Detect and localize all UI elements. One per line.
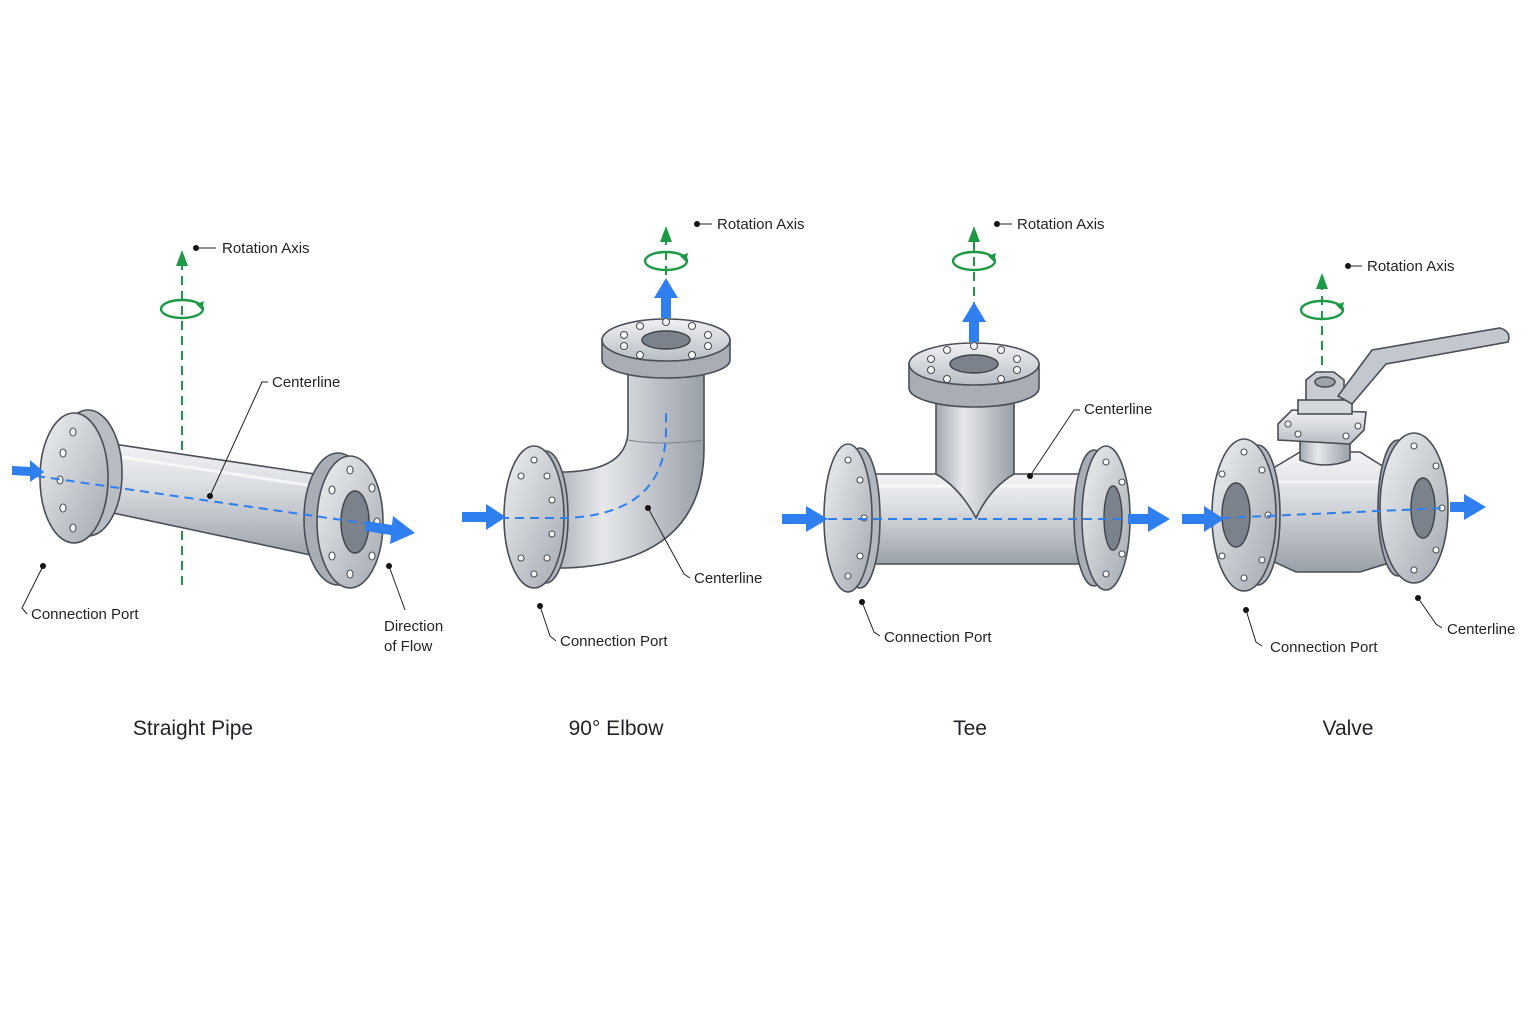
elbow-connection-port-callout: Connection Port	[537, 603, 668, 650]
svg-text:Centerline: Centerline	[694, 570, 762, 587]
tee-outlet-arrow	[1128, 506, 1170, 532]
svg-text:Direction: Direction	[384, 618, 443, 635]
straight-pipe-direction-of-flow-callout: Direction of Flow	[384, 563, 443, 655]
straight-pipe-rotation-axis-callout: Rotation Axis	[193, 240, 310, 257]
svg-text:Rotation Axis: Rotation Axis	[1367, 258, 1455, 275]
svg-text:Centerline: Centerline	[1447, 621, 1515, 638]
elbow-centerline-callout: Centerline	[645, 505, 762, 587]
svg-text:Centerline: Centerline	[272, 374, 340, 391]
elbow-body	[547, 367, 705, 569]
straight-pipe-inlet-arrow	[12, 460, 44, 482]
valve-outlet-arrow	[1450, 494, 1486, 520]
tee-title: Tee	[953, 717, 987, 740]
straight-pipe-connection-port-callout: Connection Port	[21, 563, 139, 623]
tee-figure: Rotation Axis Centerline Connection Port…	[782, 216, 1170, 740]
svg-text:of Flow: of Flow	[384, 638, 433, 655]
valve-handle	[1336, 327, 1510, 406]
straight-pipe-figure: Rotation Axis Centerline Connection Port…	[12, 240, 443, 740]
valve-left-flange	[1211, 438, 1281, 592]
valve-mount-plate	[1277, 409, 1367, 445]
valve-title: Valve	[1323, 717, 1374, 740]
elbow-rotation-icon	[643, 250, 689, 272]
straight-pipe-outlet-arrow	[365, 516, 415, 544]
elbow-top-flange	[601, 317, 731, 379]
elbow-centerline	[500, 412, 667, 519]
straight-pipe-centerline-callout: Centerline	[207, 374, 340, 499]
tee-branch-body	[935, 391, 1015, 520]
tee-top-flange	[908, 341, 1040, 408]
valve-figure: Rotation Axis Centerline Connection Port…	[1182, 258, 1515, 740]
straight-pipe-left-flange	[39, 409, 123, 544]
straight-pipe-axis-arrowhead	[176, 250, 188, 266]
elbow-figure: Rotation Axis Centerline Connection Port…	[462, 216, 805, 740]
straight-pipe-right-flange	[303, 452, 384, 589]
straight-pipe-title: Straight Pipe	[133, 717, 253, 740]
tee-inlet-arrow	[782, 506, 828, 532]
tee-centerline-callout: Centerline	[1027, 401, 1152, 479]
elbow-inlet-arrow	[462, 504, 506, 530]
valve-centerline-callout: Centerline	[1415, 595, 1515, 638]
valve-inlet-arrow	[1182, 506, 1224, 532]
svg-text:Rotation Axis: Rotation Axis	[222, 240, 310, 257]
svg-text:Connection Port: Connection Port	[1270, 639, 1378, 656]
elbow-rotation-axis-callout: Rotation Axis	[694, 216, 805, 233]
valve-rotation-icon	[1299, 299, 1345, 321]
svg-text:Connection Port: Connection Port	[560, 633, 668, 650]
straight-pipe-rotation-icon	[159, 298, 205, 320]
elbow-outlet-arrow	[654, 278, 678, 318]
straight-pipe-centerline	[35, 475, 371, 525]
elbow-title: 90° Elbow	[569, 717, 665, 740]
valve-connection-port-callout: Connection Port	[1243, 607, 1378, 656]
svg-text:Connection Port: Connection Port	[884, 629, 992, 646]
valve-rotation-axis-callout: Rotation Axis	[1345, 258, 1455, 275]
svg-text:Connection Port: Connection Port	[31, 606, 139, 623]
tee-branch-outlet-arrow	[962, 302, 986, 342]
svg-text:Centerline: Centerline	[1084, 401, 1152, 418]
tee-axis-arrowhead	[968, 226, 980, 242]
valve-centerline	[1221, 507, 1447, 519]
svg-text:Rotation Axis: Rotation Axis	[1017, 216, 1105, 233]
tee-rotation-axis-callout: Rotation Axis	[994, 216, 1105, 233]
elbow-axis-arrowhead	[660, 226, 672, 242]
tee-rotation-icon	[951, 250, 997, 272]
svg-text:Rotation Axis: Rotation Axis	[717, 216, 805, 233]
valve-axis-arrowhead	[1316, 273, 1328, 289]
tee-connection-port-callout: Connection Port	[859, 599, 992, 646]
